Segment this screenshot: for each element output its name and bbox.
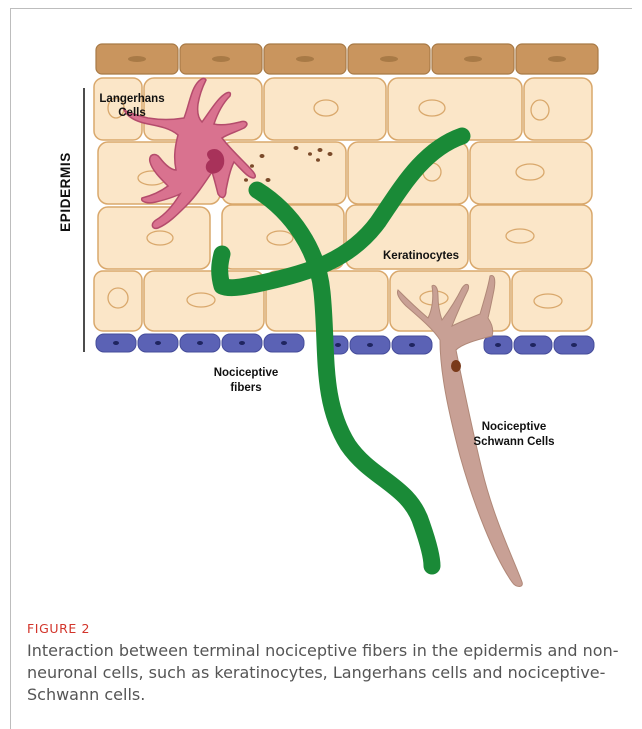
nociceptive-fibers-label: Nociceptive fibers <box>214 367 279 394</box>
epidermis-diagram: EPIDERMIS Langerhans Cells Keratinocytes… <box>0 0 642 600</box>
figure-caption: Interaction between terminal nociceptive… <box>27 640 632 706</box>
svg-text:Nociceptive: Nociceptive <box>482 421 547 433</box>
figure-label: FIGURE 2 <box>27 621 90 636</box>
svg-text:Schwann Cells: Schwann Cells <box>473 436 554 448</box>
basal-cell-layer <box>96 334 594 354</box>
svg-text:Cells: Cells <box>118 107 146 119</box>
svg-text:Langerhans: Langerhans <box>99 93 164 105</box>
schwann-label: Nociceptive Schwann Cells <box>473 421 554 448</box>
keratinocytes-label: Keratinocytes <box>383 250 459 262</box>
svg-text:fibers: fibers <box>230 382 261 394</box>
keratinocyte-layer <box>94 78 592 331</box>
epidermis-label: EPIDERMIS <box>58 152 73 232</box>
stratum-corneum-layer <box>96 44 598 74</box>
svg-text:Nociceptive: Nociceptive <box>214 367 279 379</box>
